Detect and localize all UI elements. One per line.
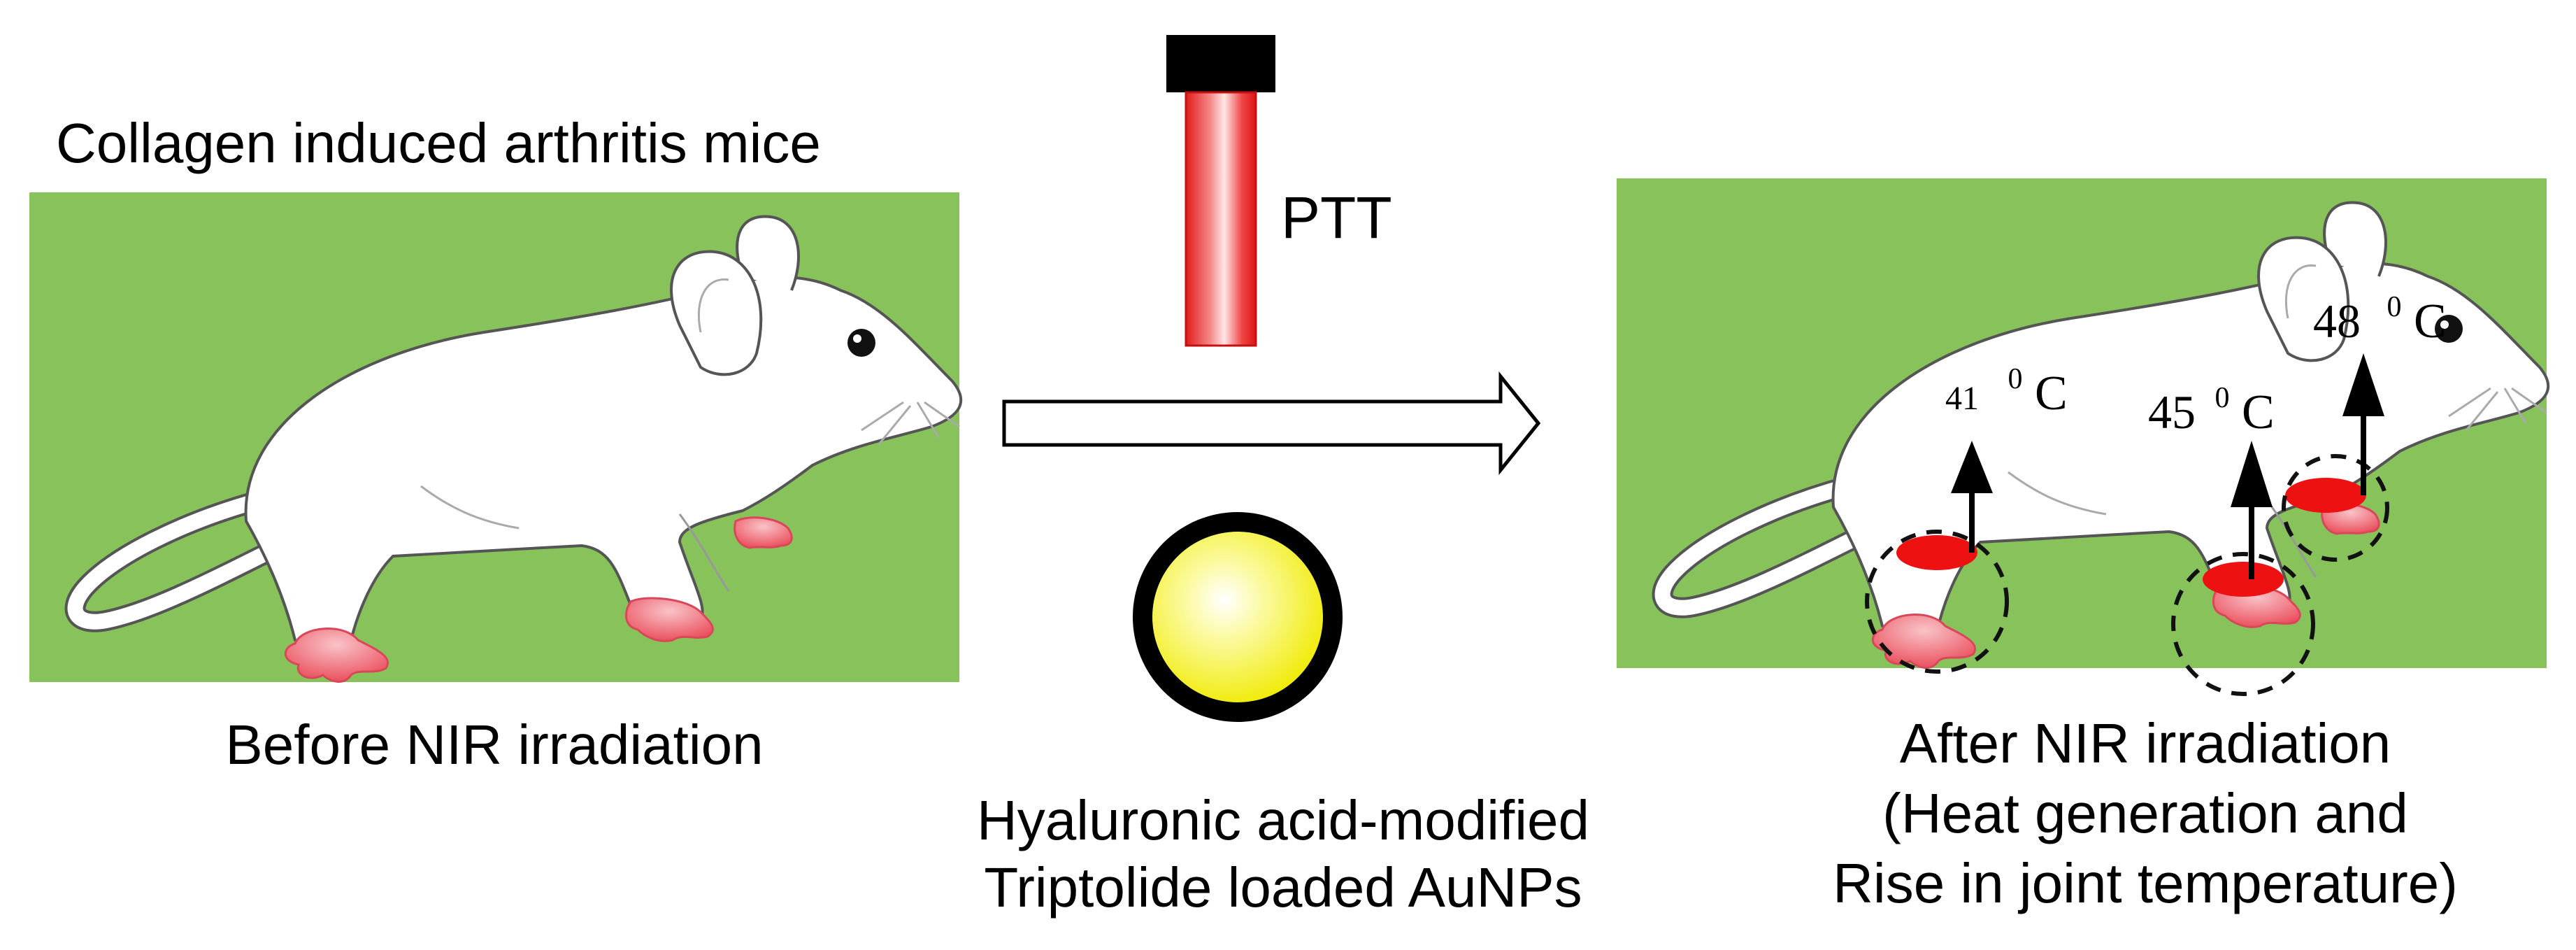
- top-left-title: Collagen induced arthritis mice: [56, 112, 821, 174]
- laser-icon: [1166, 35, 1275, 347]
- after-caption-line-3: Rise in joint temperature): [1833, 852, 2458, 914]
- temperature-label-41: 41 0 C: [1945, 346, 2068, 420]
- after-caption-line-1: After NIR irradiation: [1900, 712, 2391, 774]
- laser-label: PTT: [1281, 185, 1392, 250]
- heat-spot-far-front: [2285, 478, 2366, 513]
- before-caption: Before NIR irradiation: [225, 714, 763, 776]
- process-arrow-icon: [1002, 371, 1541, 476]
- nanoparticle-caption-line-1: Hyaluronic acid-modified: [977, 789, 1589, 851]
- after-caption-line-2: (Heat generation and: [1882, 782, 2408, 844]
- temperature-label-45: 45 0 C: [2148, 364, 2275, 439]
- heat-spots: [1896, 478, 2366, 597]
- joint-highlight-circles: [1865, 454, 2389, 696]
- heat-spot-front: [2203, 562, 2284, 597]
- nanoparticle-caption-line-2: Triptolide loaded AuNPs: [984, 856, 1582, 919]
- temperature-rise-arrows: [1951, 353, 2384, 579]
- temperature-label-48: 48 0 C: [2313, 274, 2447, 348]
- heat-spot-hind: [1896, 535, 1977, 570]
- gold-nanoparticle-icon: [1133, 512, 1343, 722]
